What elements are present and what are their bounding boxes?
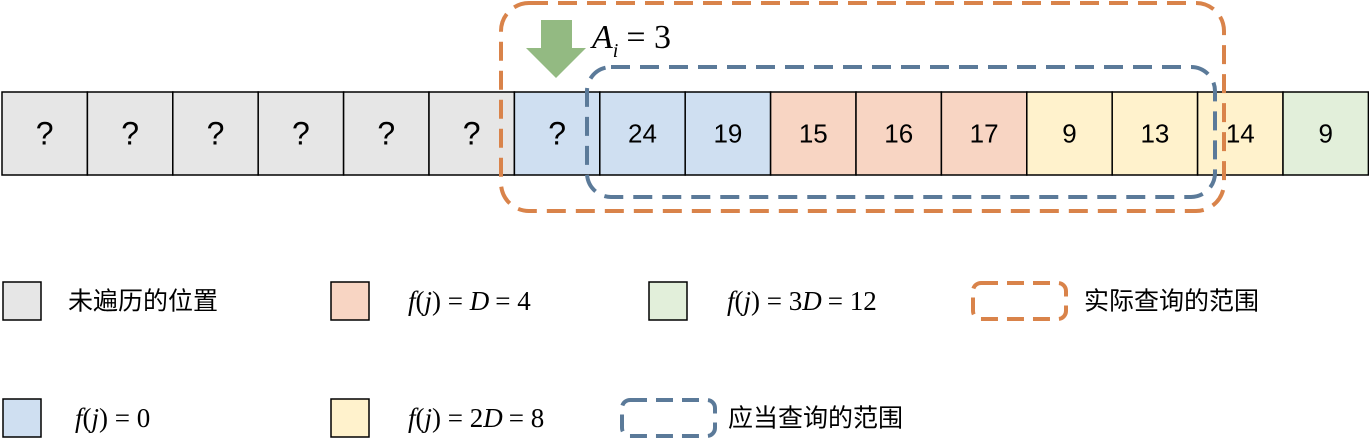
array-cell-box	[1282, 91, 1369, 176]
pointer-annotation: Ai = 3	[590, 19, 671, 63]
array-cell-label: 9	[1318, 119, 1332, 149]
array-cell-label: 19	[713, 119, 742, 149]
array-cell-label: 9	[1062, 119, 1076, 149]
legend-f0-func: f	[75, 403, 86, 433]
legend-f3D-arg: j	[741, 286, 752, 316]
legend-swatch-expected-range	[620, 398, 717, 438]
legend-fD-arg: j	[422, 286, 433, 316]
array-cell-label: ?	[463, 116, 481, 152]
legend-fD-tail: = 4	[495, 286, 531, 316]
array-cell-label: 24	[628, 119, 657, 149]
array-cell: ?	[86, 91, 174, 176]
array-cell-label: 13	[1140, 119, 1169, 149]
array-cell-label: ?	[377, 116, 395, 152]
array-cell-label: ?	[121, 116, 139, 152]
array-cell: 24	[599, 91, 686, 176]
legend-fD-var: D	[469, 286, 490, 316]
array-cell-label: 14	[1226, 119, 1255, 149]
legend-f3D-tail: = 12	[828, 286, 877, 316]
legend-label-f2D: f(j) = 2D= 8	[408, 403, 544, 433]
legend-swatch-f2D	[330, 398, 370, 438]
array-cell: 19	[684, 91, 772, 176]
legend-f2D-arg: j	[422, 403, 433, 433]
array-cell-box	[1, 91, 89, 176]
array-cell-box	[599, 91, 686, 176]
array-cell-box	[1026, 91, 1113, 176]
legend-label-fD: f(j) = D= 4	[408, 286, 531, 316]
legend-f0-rhs: = 0	[115, 403, 150, 433]
legend-label-actual-range: 实际查询的范围	[1084, 287, 1259, 316]
array-cell: 9	[1282, 91, 1369, 176]
array-cell: 17	[940, 91, 1028, 176]
current-position-arrow-icon	[526, 20, 586, 78]
legend-swatch-unvisited	[2, 281, 42, 321]
legend-f2D-func: f	[408, 403, 419, 433]
legend-swatch-f3D	[648, 281, 688, 321]
legend-f3D-var: D	[801, 286, 822, 316]
legend-f2D-tail: = 8	[509, 403, 544, 433]
array-cell-box	[684, 91, 772, 176]
legend-f3D-func: f	[727, 286, 738, 316]
legend-swatch-fD	[330, 281, 370, 321]
legend-f2D-coef: 2	[470, 403, 484, 433]
legend-label-f3D: f(j) = 3D= 12	[727, 286, 877, 316]
expected-query-range	[585, 65, 1217, 199]
legend-f0-arg: j	[89, 403, 100, 433]
pointer-annotation-subscript: i	[613, 40, 619, 62]
legend-swatch-actual-range	[971, 281, 1068, 321]
array-cell-box	[855, 91, 943, 176]
legend-swatch-f0	[2, 398, 42, 438]
pointer-annotation-value: = 3	[626, 19, 671, 56]
legend-f3D-coef: 3	[789, 286, 803, 316]
array-cell-label: 16	[884, 119, 913, 149]
array-cell: ?	[257, 91, 345, 176]
array-cell: 16	[855, 91, 943, 176]
array-cell-label: ?	[548, 116, 566, 152]
array-cell: ?	[172, 91, 259, 176]
array-cell-label: ?	[292, 116, 310, 152]
legend-label-unvisited: 未遍历的位置	[68, 287, 218, 316]
array-cell-box	[172, 91, 259, 176]
array-cell-label: ?	[36, 116, 54, 152]
legend-f2D-var: D	[482, 403, 503, 433]
array-cell-label: 17	[970, 119, 999, 149]
legend-label-f0: f(j) = 0	[75, 403, 150, 433]
array-cell: 14	[1196, 91, 1284, 176]
array-cell: 15	[769, 91, 857, 176]
legend-label-expected-range: 应当查询的范围	[728, 404, 903, 433]
array-cell: 13	[1111, 91, 1199, 176]
array-cell-box	[342, 91, 430, 176]
pointer-annotation-symbol: A	[590, 19, 613, 56]
array-cell: ?	[342, 91, 430, 176]
array-cell: ?	[1, 91, 89, 176]
array-cell-box	[940, 91, 1028, 176]
actual-query-range	[499, 1, 1226, 213]
legend-fD-func: f	[408, 286, 419, 316]
array-cell-label: 15	[799, 119, 828, 149]
array-cells: ??????? 24 19 15 16 17 9 13 14 9	[1, 91, 1369, 176]
array-cell-box	[86, 91, 174, 176]
array-cell-box	[1111, 91, 1199, 176]
array-cell-box	[1196, 91, 1284, 176]
array-cell: 9	[1026, 91, 1113, 176]
array-cell-label: ?	[207, 116, 225, 152]
